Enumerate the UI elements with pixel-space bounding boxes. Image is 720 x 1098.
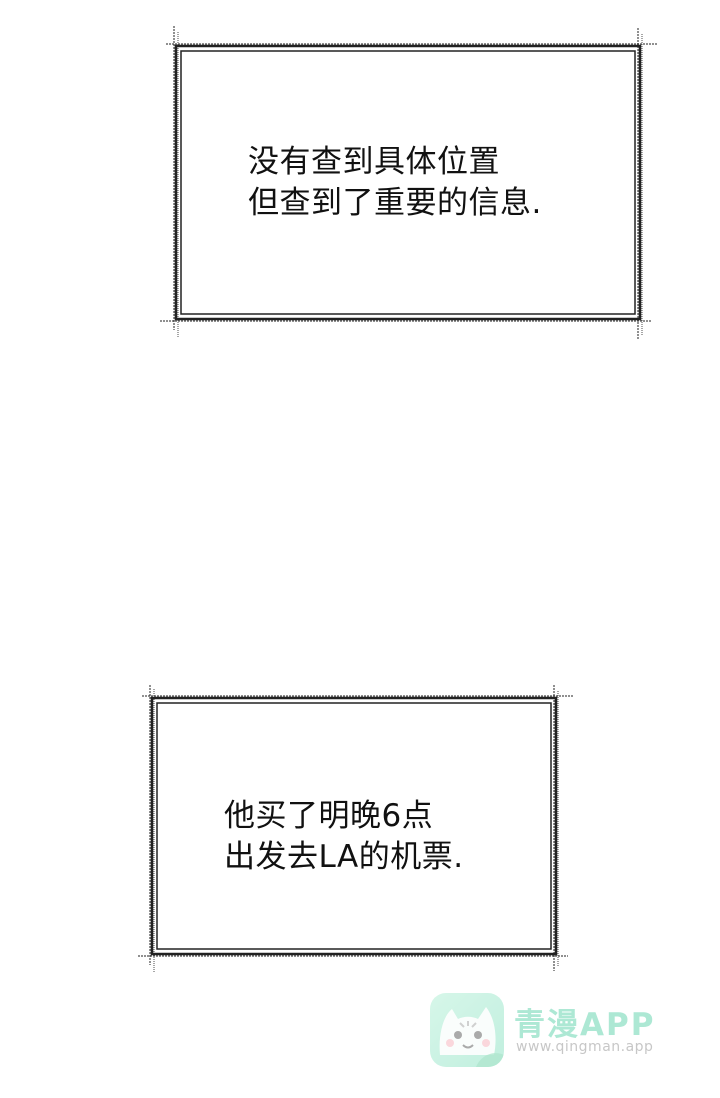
app-watermark: 青漫APP www.qingman.app [430, 993, 680, 1071]
caption-panel-2: 他买了明晚6点 出发去LA的机票. [138, 683, 578, 978]
panel-2-line-1: 他买了明晚6点 [224, 798, 434, 834]
watermark-url: www.qingman.app [516, 1039, 654, 1055]
panel-1-line-2: 但查到了重要的信息. [248, 185, 542, 221]
panel-2-line-2: 出发去LA的机票. [224, 839, 464, 875]
caption-panel-1: 没有查到具体位置 但查到了重要的信息. [160, 24, 660, 344]
panel-2-caption: 他买了明晚6点 出发去LA的机票. [224, 796, 464, 878]
cat-face-icon [430, 993, 504, 1067]
panel-1-frame [160, 26, 658, 340]
panel-2-frame [138, 685, 574, 973]
watermark-title: 青漫APP [514, 1007, 656, 1043]
panel-1-line-1: 没有查到具体位置 [248, 144, 500, 180]
panel-1-caption: 没有查到具体位置 但查到了重要的信息. [248, 142, 542, 224]
